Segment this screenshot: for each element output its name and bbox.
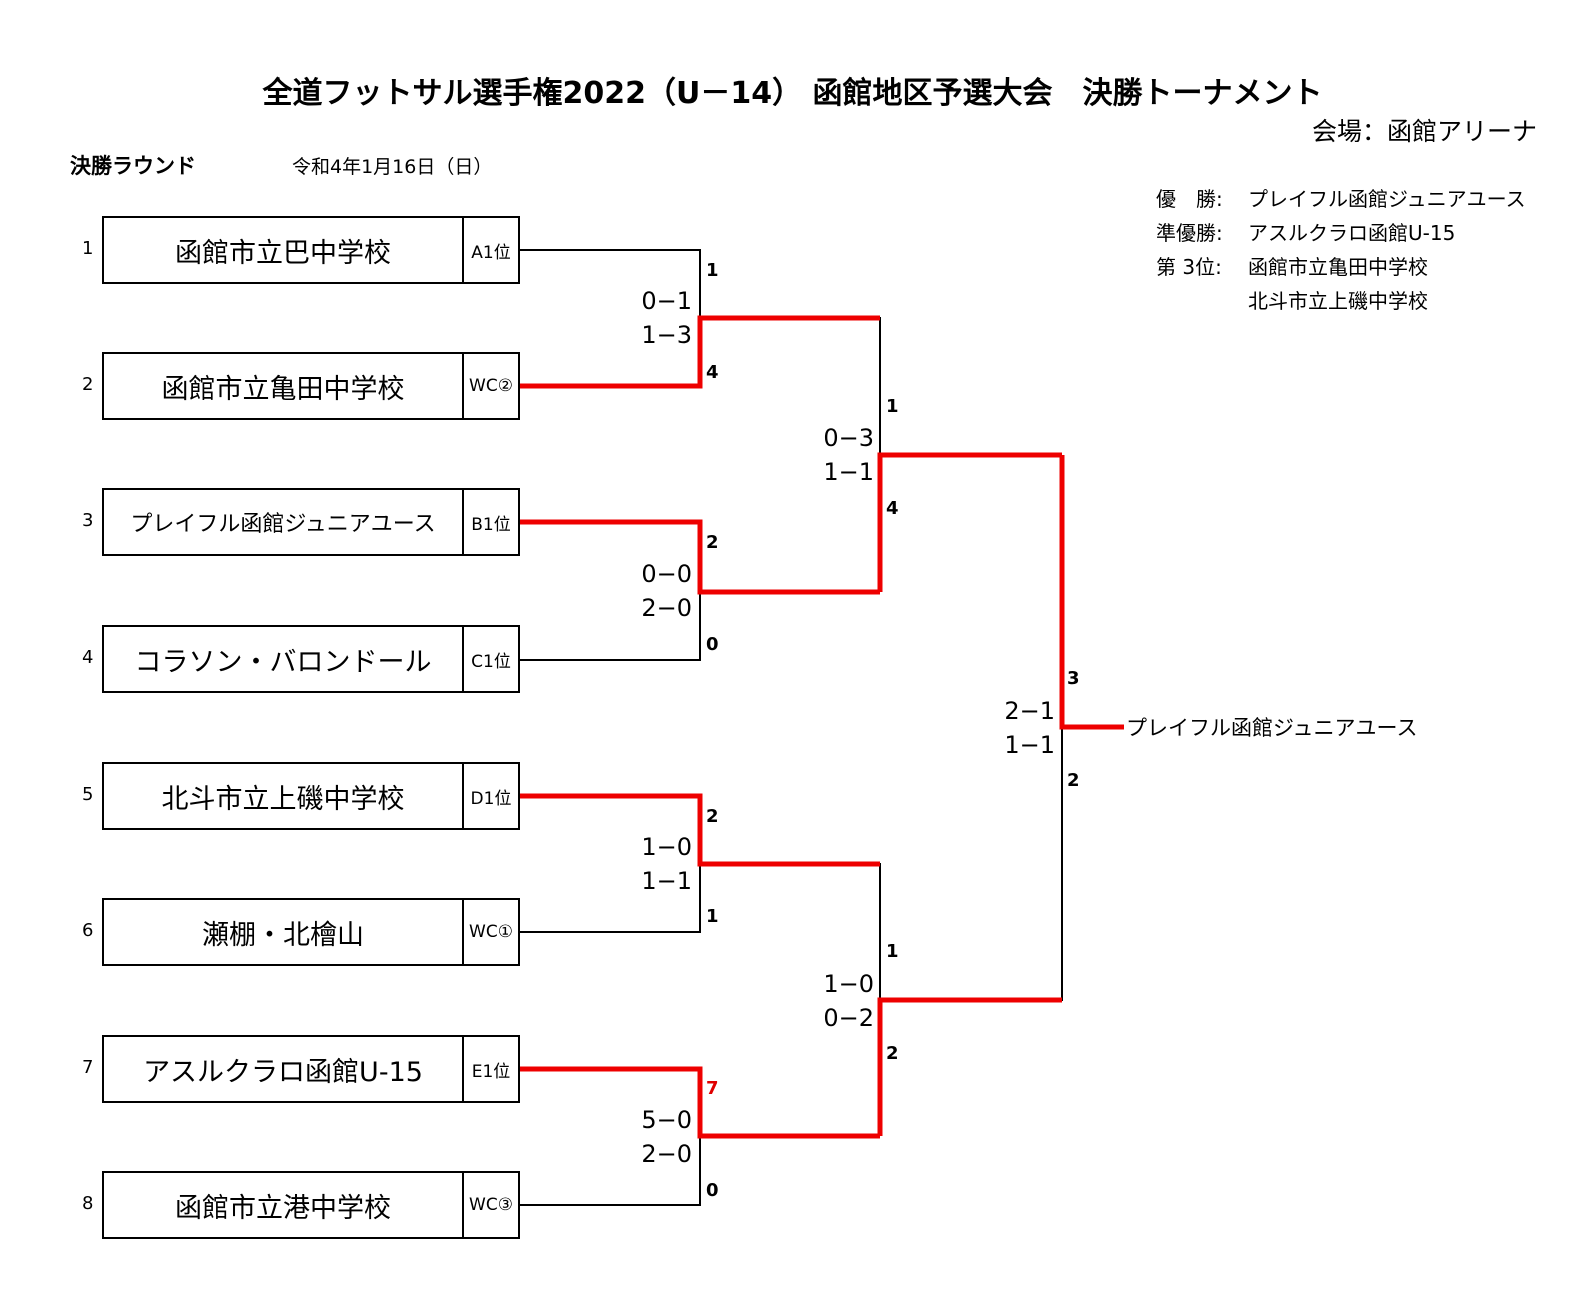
qf3-bottom-line (520, 864, 701, 933)
page-title: 全道フットサル選手権2022（U－14） 函館地区予選大会 決勝トーナメント (262, 76, 1323, 111)
qf2-half1-score: 0−0 (641, 560, 692, 588)
final-bottom-goals: 2 (1067, 770, 1080, 791)
qf1-top-line (520, 249, 701, 318)
team-name: アスルクラロ函館U-15 (104, 1037, 464, 1101)
qf4-bottom-line (520, 1136, 701, 1206)
team-box-4: コラソン・バロンドール C1位 (102, 625, 520, 693)
third-place-name-2: 北斗市立上磯中学校 (1248, 289, 1428, 313)
team-box-1: 函館市立巴中学校 A1位 (102, 216, 520, 284)
sf2-win-line (877, 997, 1062, 1136)
qf4-top-goals: 7 (706, 1078, 719, 1099)
final-bottom-line (880, 727, 1063, 1001)
sf2-top-goals: 1 (886, 941, 899, 962)
champion-label: 優 勝: (1156, 187, 1223, 211)
sf2-half2-score: 0−2 (823, 1004, 874, 1032)
runner-up-name: アスルクラロ函館U-15 (1248, 221, 1456, 245)
team-qualification: B1位 (471, 514, 511, 535)
tournament-winner: プレイフル函館ジュニアユース (1126, 716, 1418, 740)
qf1-top-goals: 1 (706, 260, 719, 281)
team-qualification: WC① (469, 922, 513, 942)
seed-number: 8 (82, 1193, 94, 1214)
qf2-top-goals: 2 (706, 532, 719, 553)
bracket-red-lines (520, 315, 1124, 1139)
venue-label: 会場：函館アリーナ (1311, 117, 1537, 146)
team-name: 函館市立港中学校 (104, 1173, 464, 1237)
seed-number: 3 (82, 510, 94, 531)
qf2-bottom-line (520, 592, 701, 661)
qf3-win-line (520, 793, 880, 867)
qf2-half2-score: 2−0 (641, 594, 692, 622)
sf2-bottom-goals: 2 (886, 1043, 899, 1064)
team-qualification: WC② (469, 376, 513, 396)
qf4-bottom-goals: 0 (706, 1180, 719, 1201)
qf3-top-goals: 2 (706, 806, 719, 827)
results-summary: 優 勝: プレイフル函館ジュニアユース 準優勝: アスルクラロ函館U-15 第 3位… (1156, 182, 1526, 318)
third-place-row: 第 3位: 函館市立亀田中学校 (1156, 250, 1526, 284)
final-win-line (1059, 455, 1124, 730)
qf2-win-line (520, 519, 880, 595)
seed-number: 4 (82, 647, 94, 668)
team-qualification: A1位 (471, 242, 511, 263)
seed-number: 6 (82, 920, 94, 941)
champion-name: プレイフル函館ジュニアユース (1248, 187, 1526, 211)
seed-number: 5 (82, 784, 94, 805)
sf1-top-goals: 1 (886, 396, 899, 417)
qf1-half2-score: 1−3 (641, 321, 692, 349)
team-qualification: D1位 (470, 788, 512, 809)
qf4-half1-score: 5−0 (641, 1106, 692, 1134)
bracket-black-lines (520, 249, 1063, 1206)
team-name: 函館市立亀田中学校 (104, 354, 464, 418)
team-box-5: 北斗市立上磯中学校 D1位 (102, 762, 520, 830)
qf1-half1-score: 0−1 (641, 287, 692, 315)
team-name: プレイフル函館ジュニアユース (104, 490, 464, 554)
sf1-win-line (877, 452, 1062, 592)
final-half2-score: 1−1 (1004, 731, 1055, 759)
runner-up-row: 準優勝: アスルクラロ函館U-15 (1156, 216, 1526, 250)
sf2-half1-score: 1−0 (823, 970, 874, 998)
qf4-half2-score: 2−0 (641, 1140, 692, 1168)
third-place-row-2: 北斗市立上磯中学校 (1156, 284, 1526, 318)
team-name: 函館市立巴中学校 (104, 218, 464, 282)
team-box-2: 函館市立亀田中学校 WC② (102, 352, 520, 420)
team-box-3: プレイフル函館ジュニアユース B1位 (102, 488, 520, 556)
team-box-7: アスルクラロ函館U-15 E1位 (102, 1035, 520, 1103)
sf1-half2-score: 1−1 (823, 458, 874, 486)
team-box-6: 瀬棚・北檜山 WC① (102, 898, 520, 966)
sf1-half1-score: 0−3 (823, 424, 874, 452)
team-name: コラソン・バロンドール (104, 627, 464, 691)
team-qualification: E1位 (471, 1061, 511, 1082)
final-half1-score: 2−1 (1004, 697, 1055, 725)
runner-up-label: 準優勝: (1156, 221, 1223, 245)
seed-number: 1 (82, 238, 94, 259)
champion-row: 優 勝: プレイフル函館ジュニアユース (1156, 182, 1526, 216)
seed-number: 2 (82, 374, 94, 395)
third-place-name-1: 函館市立亀田中学校 (1248, 255, 1428, 279)
team-qualification: WC③ (469, 1195, 513, 1215)
qf3-half2-score: 1−1 (641, 867, 692, 895)
qf2-bottom-goals: 0 (706, 634, 719, 655)
qf3-bottom-goals: 1 (706, 906, 719, 927)
team-qualification: C1位 (471, 651, 511, 672)
team-name: 北斗市立上磯中学校 (104, 764, 464, 828)
final-top-goals: 3 (1067, 668, 1080, 689)
date-label: 令和4年1月16日（日） (292, 156, 493, 178)
qf1-bottom-goals: 4 (706, 362, 719, 383)
team-box-8: 函館市立港中学校 WC③ (102, 1171, 520, 1239)
seed-number: 7 (82, 1057, 94, 1078)
round-label: 決勝ラウンド (70, 154, 196, 178)
sf1-bottom-goals: 4 (886, 498, 899, 519)
third-place-label: 第 3位: (1156, 255, 1222, 279)
qf4-win-line (520, 1066, 880, 1139)
qf1-win-line (520, 315, 880, 389)
team-name: 瀬棚・北檜山 (104, 900, 464, 964)
qf3-half1-score: 1−0 (641, 833, 692, 861)
